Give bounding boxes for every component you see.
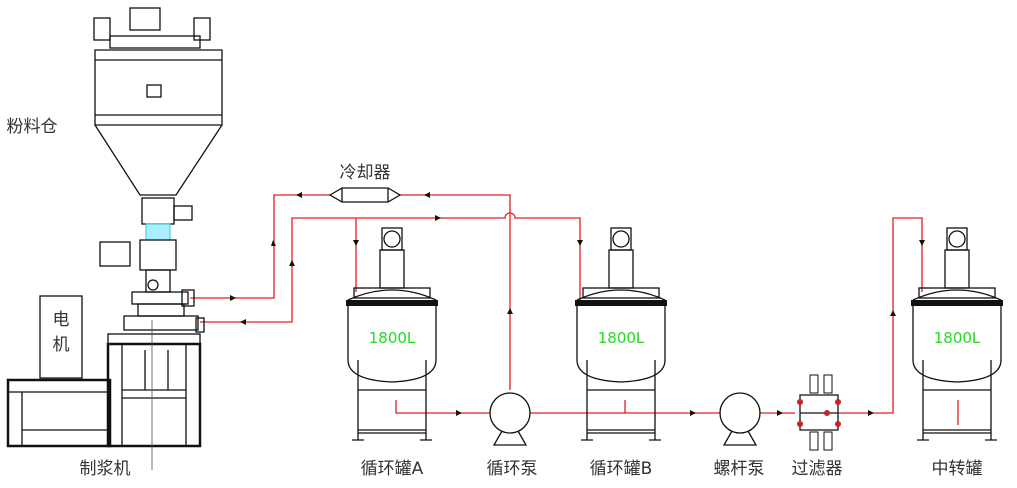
circulation-pump (489, 392, 531, 446)
label-motor-1: 电 (53, 310, 70, 330)
screw-pump (719, 392, 761, 446)
label-circulation-tank-b: 循环罐B (590, 459, 653, 479)
label-screw-pump: 螺杆泵 (714, 459, 765, 479)
label-powder-silo: 粉料仓 (7, 117, 58, 137)
label-pulping-machine: 制浆机 (80, 459, 131, 479)
label-circulation-tank-a: 循环罐A (361, 459, 424, 479)
label-filter: 过滤器 (792, 459, 843, 479)
pipes (190, 192, 959, 425)
filter (797, 374, 841, 451)
cooler (328, 187, 402, 203)
pulping-machine (6, 289, 205, 470)
label-transfer-tank: 中转罐 (932, 459, 983, 479)
powder-silo (93, 7, 223, 293)
capacity-tank-b: 1800L (598, 329, 645, 347)
label-cooler: 冷却器 (340, 163, 391, 183)
capacity-transfer-tank: 1800L (934, 329, 981, 347)
label-circulation-pump: 循环泵 (487, 459, 538, 479)
label-motor-2: 机 (53, 335, 70, 355)
capacity-tank-a: 1800L (369, 329, 416, 347)
